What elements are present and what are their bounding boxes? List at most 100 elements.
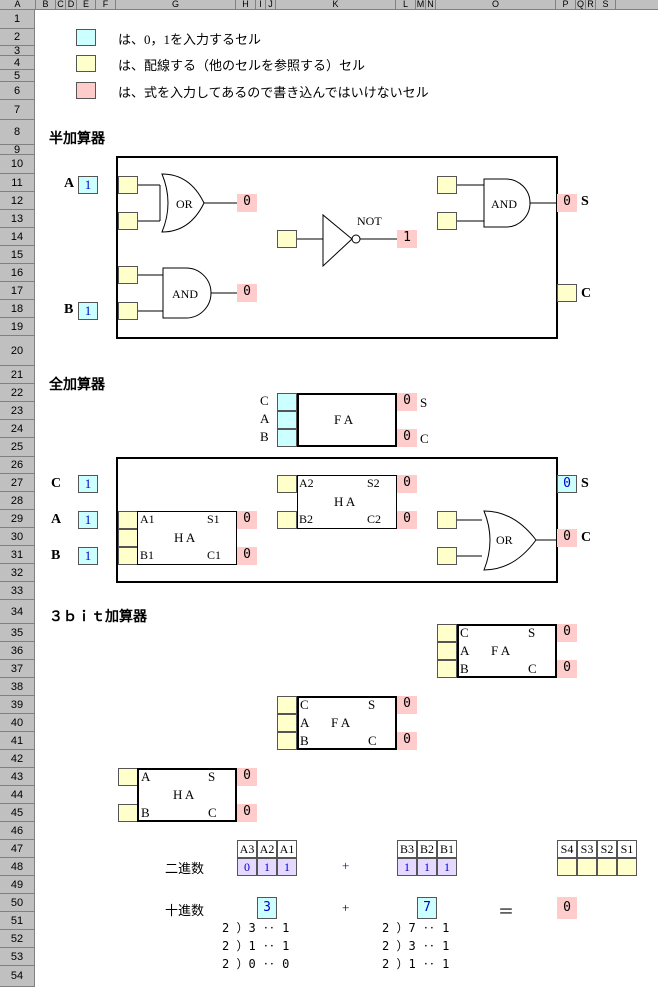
column-header-a[interactable]: A [0,0,36,9]
a-bit-1[interactable]: 0 [237,858,257,876]
row-header-20[interactable]: 20 [0,336,35,366]
column-header-q[interactable]: Q [576,0,586,9]
row-header-42[interactable]: 42 [0,750,35,768]
column-header-k[interactable]: K [276,0,396,9]
row-header-28[interactable]: 28 [0,492,35,510]
fa-B-input[interactable]: 1 [78,547,98,565]
ha-or-in1[interactable] [118,176,138,194]
column-header-l[interactable]: L [396,0,416,9]
row-header-1[interactable]: 1 [0,10,35,29]
column-header-h[interactable]: H [236,0,256,9]
row-header-25[interactable]: 25 [0,438,35,457]
row-header-11[interactable]: 11 [0,174,35,192]
row-header-31[interactable]: 31 [0,546,35,564]
fa-B-in[interactable] [277,429,297,447]
row-header-5[interactable]: 5 [0,70,35,82]
row-header-35[interactable]: 35 [0,624,35,642]
a-bit-2[interactable]: 1 [257,858,277,876]
column-header-i[interactable]: I [256,0,266,9]
ha-and-in2[interactable] [118,302,138,320]
row-header-22[interactable]: 22 [0,384,35,402]
fa-C-input[interactable]: 1 [78,475,98,493]
ha-A-input[interactable]: 1 [78,176,98,194]
row-header-15[interactable]: 15 [0,246,35,264]
column-header-r[interactable]: R [586,0,596,9]
ha-and-in1[interactable] [118,266,138,284]
column-header-g[interactable]: G [116,0,236,9]
fa2-a-wire[interactable] [277,714,297,732]
row-header-33[interactable]: 33 [0,582,35,600]
ha-B-input[interactable]: 1 [78,302,98,320]
row-header-49[interactable]: 49 [0,876,35,894]
row-header-53[interactable]: 53 [0,948,35,966]
fa-or-in1[interactable] [437,511,457,529]
row-header-21[interactable]: 21 [0,366,35,384]
column-header-b[interactable]: B [36,0,56,9]
fa2-c-wire[interactable] [277,696,297,714]
row-header-3[interactable]: 3 [0,46,35,57]
row-header-23[interactable]: 23 [0,402,35,420]
row-header-27[interactable]: 27 [0,474,35,492]
fa-A-in[interactable] [277,411,297,429]
row-header-47[interactable]: 47 [0,840,35,858]
row-header-30[interactable]: 30 [0,528,35,546]
fa1-a-wire[interactable] [437,642,457,660]
column-header-c[interactable]: C [56,0,66,9]
ha2-b-wire[interactable] [277,511,297,529]
column-header-d[interactable]: D [66,0,77,9]
s-bit-4[interactable] [617,858,637,876]
fa-or-in2[interactable] [437,547,457,565]
row-header-44[interactable]: 44 [0,786,35,804]
row-header-38[interactable]: 38 [0,678,35,696]
column-header-m[interactable]: M [416,0,426,9]
row-header-24[interactable]: 24 [0,420,35,438]
row-header-41[interactable]: 41 [0,732,35,750]
row-header-32[interactable]: 32 [0,564,35,582]
column-header-o[interactable]: O [436,0,556,9]
row-header-2[interactable]: 2 [0,29,35,46]
row-header-43[interactable]: 43 [0,768,35,786]
fa-A-input[interactable]: 1 [78,511,98,529]
row-header-46[interactable]: 46 [0,822,35,840]
fa1-b-wire[interactable] [437,660,457,678]
column-header-f[interactable]: F [96,0,116,9]
row-header-37[interactable]: 37 [0,660,35,678]
row-header-48[interactable]: 48 [0,858,35,876]
row-header-52[interactable]: 52 [0,930,35,948]
row-header-19[interactable]: 19 [0,318,35,336]
a-decimal[interactable]: 3 [257,897,277,919]
ha3-b-wire[interactable] [118,804,138,822]
row-header-4[interactable]: 4 [0,56,35,70]
s-bit-1[interactable] [557,858,577,876]
ha-not-in[interactable] [277,230,297,248]
ha-and2-in1[interactable] [437,176,457,194]
b-bit-1[interactable]: 1 [397,858,417,876]
b-bit-3[interactable]: 1 [437,858,457,876]
row-header-18[interactable]: 18 [0,300,35,318]
row-header-14[interactable]: 14 [0,228,35,246]
fa1-c-wire[interactable] [437,624,457,642]
row-header-6[interactable]: 6 [0,82,35,100]
row-header-13[interactable]: 13 [0,210,35,228]
a-bit-3[interactable]: 1 [277,858,297,876]
row-header-17[interactable]: 17 [0,282,35,300]
ha-and2-in2[interactable] [437,212,457,230]
row-header-16[interactable]: 16 [0,264,35,282]
ha2-a-wire[interactable] [277,475,297,493]
row-header-7[interactable]: 7 [0,100,35,120]
row-header-12[interactable]: 12 [0,192,35,210]
s-bit-2[interactable] [577,858,597,876]
fa-C-in[interactable] [277,393,297,411]
s-bit-3[interactable] [597,858,617,876]
ha3-a-wire[interactable] [118,768,138,786]
row-header-36[interactable]: 36 [0,642,35,660]
row-header-26[interactable]: 26 [0,457,35,474]
row-header-10[interactable]: 10 [0,155,35,174]
column-header-e[interactable]: E [77,0,96,9]
row-header-45[interactable]: 45 [0,804,35,822]
row-header-40[interactable]: 40 [0,714,35,732]
column-header-s[interactable]: S [596,0,616,9]
row-header-9[interactable]: 9 [0,145,35,156]
row-header-51[interactable]: 51 [0,912,35,930]
row-header-34[interactable]: 34 [0,600,35,624]
